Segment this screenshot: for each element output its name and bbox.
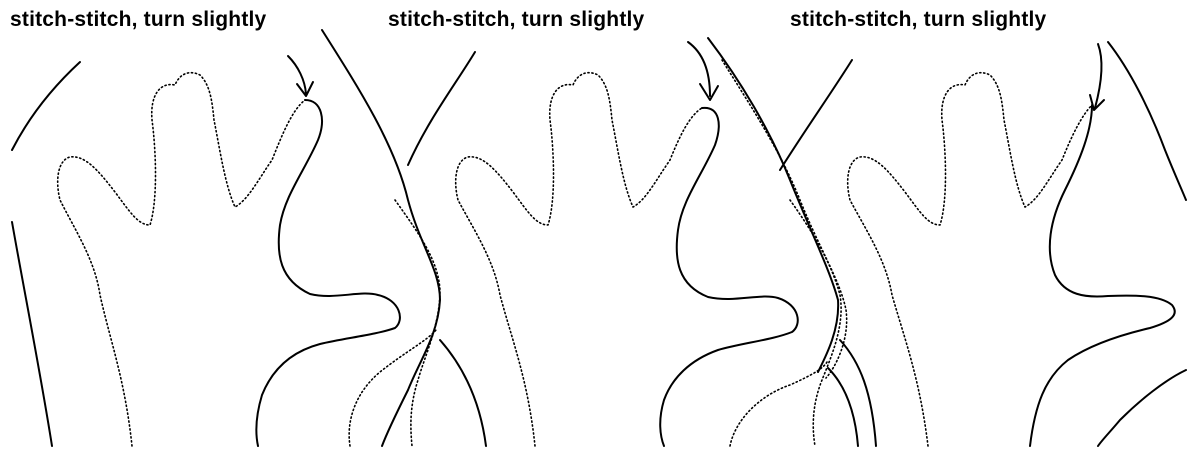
panel-3-right-boundary-curve bbox=[1108, 42, 1186, 200]
panel-3-lower-right-curve bbox=[1098, 370, 1186, 446]
panel-1-pointer-arrow bbox=[288, 56, 313, 96]
panel-1-glove-sewn-edge bbox=[256, 100, 400, 446]
panel-3-glove-dotted-outline bbox=[848, 73, 1092, 446]
panel-3-caption: stitch-stitch, turn slightly bbox=[790, 8, 1046, 32]
panel-2-right-boundary-curve bbox=[708, 38, 838, 372]
panel-2-lower-solid-curve bbox=[828, 368, 858, 446]
panel-2-lower-mid-curve bbox=[440, 340, 486, 446]
panel-2 bbox=[395, 38, 858, 446]
panel-2-inner-dotted-curve bbox=[730, 360, 828, 446]
panel-2-outer-left-curve bbox=[408, 52, 475, 165]
panel-3-outer-left-curve bbox=[780, 60, 852, 170]
panel-2-glove-dotted-outline bbox=[456, 73, 702, 446]
panel-2-mid-dotted-curve bbox=[395, 200, 440, 446]
panel-1 bbox=[12, 30, 440, 446]
panel-3-pointer-arrow bbox=[1090, 44, 1104, 110]
panel-1-glove-dotted-outline bbox=[58, 73, 305, 446]
panel-3-glove-sewn-edge bbox=[1030, 105, 1175, 446]
panel-2-pointer-arrow bbox=[688, 42, 718, 100]
panel-2-long-dotted-curve bbox=[722, 60, 847, 378]
panel-1-inner-dotted-curve bbox=[349, 330, 436, 446]
panel-1-right-boundary-curve bbox=[322, 30, 440, 446]
panel-2-glove-sewn-edge bbox=[660, 108, 798, 446]
panel-1-left-edge-curve bbox=[12, 222, 52, 446]
panel-2-caption: stitch-stitch, turn slightly bbox=[388, 8, 644, 32]
panel-1-outer-left-curve bbox=[12, 62, 80, 150]
panel-1-caption: stitch-stitch, turn slightly bbox=[10, 8, 266, 32]
